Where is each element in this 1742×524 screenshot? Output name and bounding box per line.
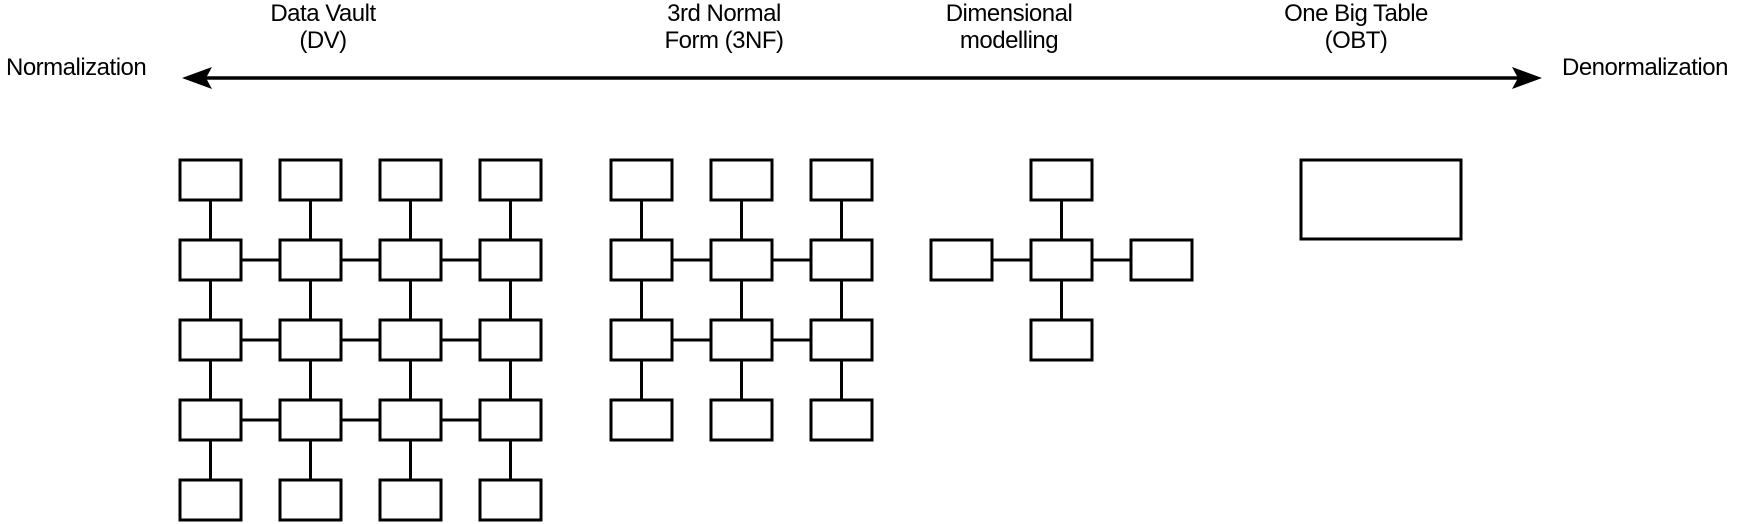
star-schema (929, 158, 1194, 362)
table-box (178, 238, 243, 282)
table-box (1299, 158, 1463, 241)
table-box (809, 398, 874, 442)
label-line: Data Vault (270, 0, 376, 27)
table-box (178, 158, 243, 202)
axis-arrowhead-left (182, 67, 212, 89)
table-box (609, 398, 674, 442)
table-box (1029, 318, 1094, 362)
label-line: modelling (959, 27, 1059, 54)
table-box (709, 318, 774, 362)
table-box (609, 158, 674, 202)
table-box (278, 318, 343, 362)
normalization-label: Normalization (6, 54, 147, 81)
table-box (609, 318, 674, 362)
axis-arrowhead-right (1512, 67, 1542, 89)
table-box (929, 238, 994, 282)
table-box (378, 318, 443, 362)
table-box (478, 318, 543, 362)
label-data-vault: Data Vault (DV) (173, 0, 473, 54)
table-box (809, 238, 874, 282)
table-box (278, 398, 343, 442)
spectrum-arrow (182, 67, 1542, 89)
table-box (378, 478, 443, 522)
table-box (478, 238, 543, 282)
table-box (809, 318, 874, 362)
table-box (478, 158, 543, 202)
table-box (709, 238, 774, 282)
table-box (278, 158, 343, 202)
label-line: 3rd Normal (667, 0, 781, 27)
table-box (278, 238, 343, 282)
label-3nf: 3rd Normal Form (3NF) (574, 0, 874, 54)
label-line: One Big Table (1284, 0, 1428, 27)
table-box (1029, 158, 1094, 202)
table-box (1129, 238, 1194, 282)
label-dimensional: Dimensional modelling (859, 0, 1159, 54)
table-box (478, 478, 543, 522)
table-box (178, 318, 243, 362)
table-box (278, 478, 343, 522)
label-line: Form (3NF) (664, 27, 784, 54)
table-box (478, 398, 543, 442)
table-box (709, 398, 774, 442)
denormalization-label: Denormalization (1562, 54, 1728, 81)
table-box (809, 158, 874, 202)
table-box (709, 158, 774, 202)
table-box (178, 478, 243, 522)
table-box (378, 398, 443, 442)
table-box (378, 158, 443, 202)
label-obt: One Big Table (OBT) (1206, 0, 1506, 54)
table-box (609, 238, 674, 282)
table-box (1029, 238, 1094, 282)
label-line: Dimensional (945, 0, 1073, 27)
label-line: (DV) (299, 27, 347, 54)
data-vault-schema (178, 158, 543, 522)
label-line: (OBT) (1324, 27, 1388, 54)
table-box (178, 398, 243, 442)
third-normal-form-schema (609, 158, 874, 442)
table-box (378, 238, 443, 282)
one-big-table-schema (1299, 158, 1463, 241)
